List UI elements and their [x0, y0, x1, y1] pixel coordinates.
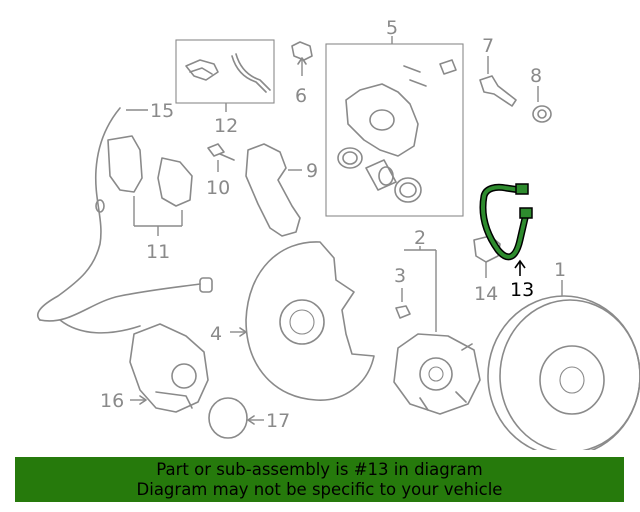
callout-7: 7 — [482, 35, 494, 57]
callout-16: 16 — [100, 390, 124, 412]
part-6-bleeder[interactable] — [291, 41, 313, 76]
callout-5: 5 — [386, 17, 398, 39]
part-5-caliper-assy[interactable] — [325, 36, 464, 217]
callout-3: 3 — [394, 265, 406, 287]
part-15-wear-sensor[interactable] — [36, 107, 213, 334]
banner-line-2: Diagram may not be specific to your vehi… — [136, 479, 503, 499]
info-banner: Part or sub-assembly is #13 in diagram D… — [15, 457, 624, 502]
callout-14: 14 — [474, 283, 498, 305]
callout-6: 6 — [295, 85, 307, 107]
part-3-hub-bolt[interactable] — [395, 288, 411, 319]
callout-17: 17 — [266, 410, 290, 432]
part-12-clip-kit[interactable] — [175, 39, 275, 112]
part-4-dust-shield[interactable] — [230, 241, 375, 401]
part-17-seal[interactable] — [208, 397, 264, 439]
callout-9: 9 — [306, 160, 318, 182]
part-8-pin-boot[interactable] — [532, 86, 552, 123]
callout-11: 11 — [146, 241, 170, 263]
callout-13: 13 — [510, 279, 534, 301]
callout-2: 2 — [414, 227, 426, 249]
part-1-brake-disc[interactable] — [487, 280, 640, 450]
part-2-hub-bearing[interactable] — [393, 246, 481, 415]
callout-15: 15 — [150, 100, 174, 122]
callout-10: 10 — [206, 177, 230, 199]
part-16-caliper[interactable] — [129, 323, 209, 413]
parts-diagram: 12 6 5 7 8 — [36, 17, 640, 450]
part-11-brake-pads[interactable] — [107, 135, 193, 236]
banner-line-1: Part or sub-assembly is #13 in diagram — [156, 459, 483, 479]
callout-4: 4 — [210, 323, 222, 345]
callout-8: 8 — [530, 65, 542, 87]
part-7-slide-pin[interactable] — [479, 56, 517, 107]
part-10-bolt[interactable] — [207, 143, 235, 172]
part-13-brake-hose[interactable] — [479, 183, 533, 276]
part-9-caliper-bracket[interactable] — [245, 143, 302, 237]
callout-1: 1 — [554, 259, 566, 281]
callout-12: 12 — [214, 115, 238, 137]
